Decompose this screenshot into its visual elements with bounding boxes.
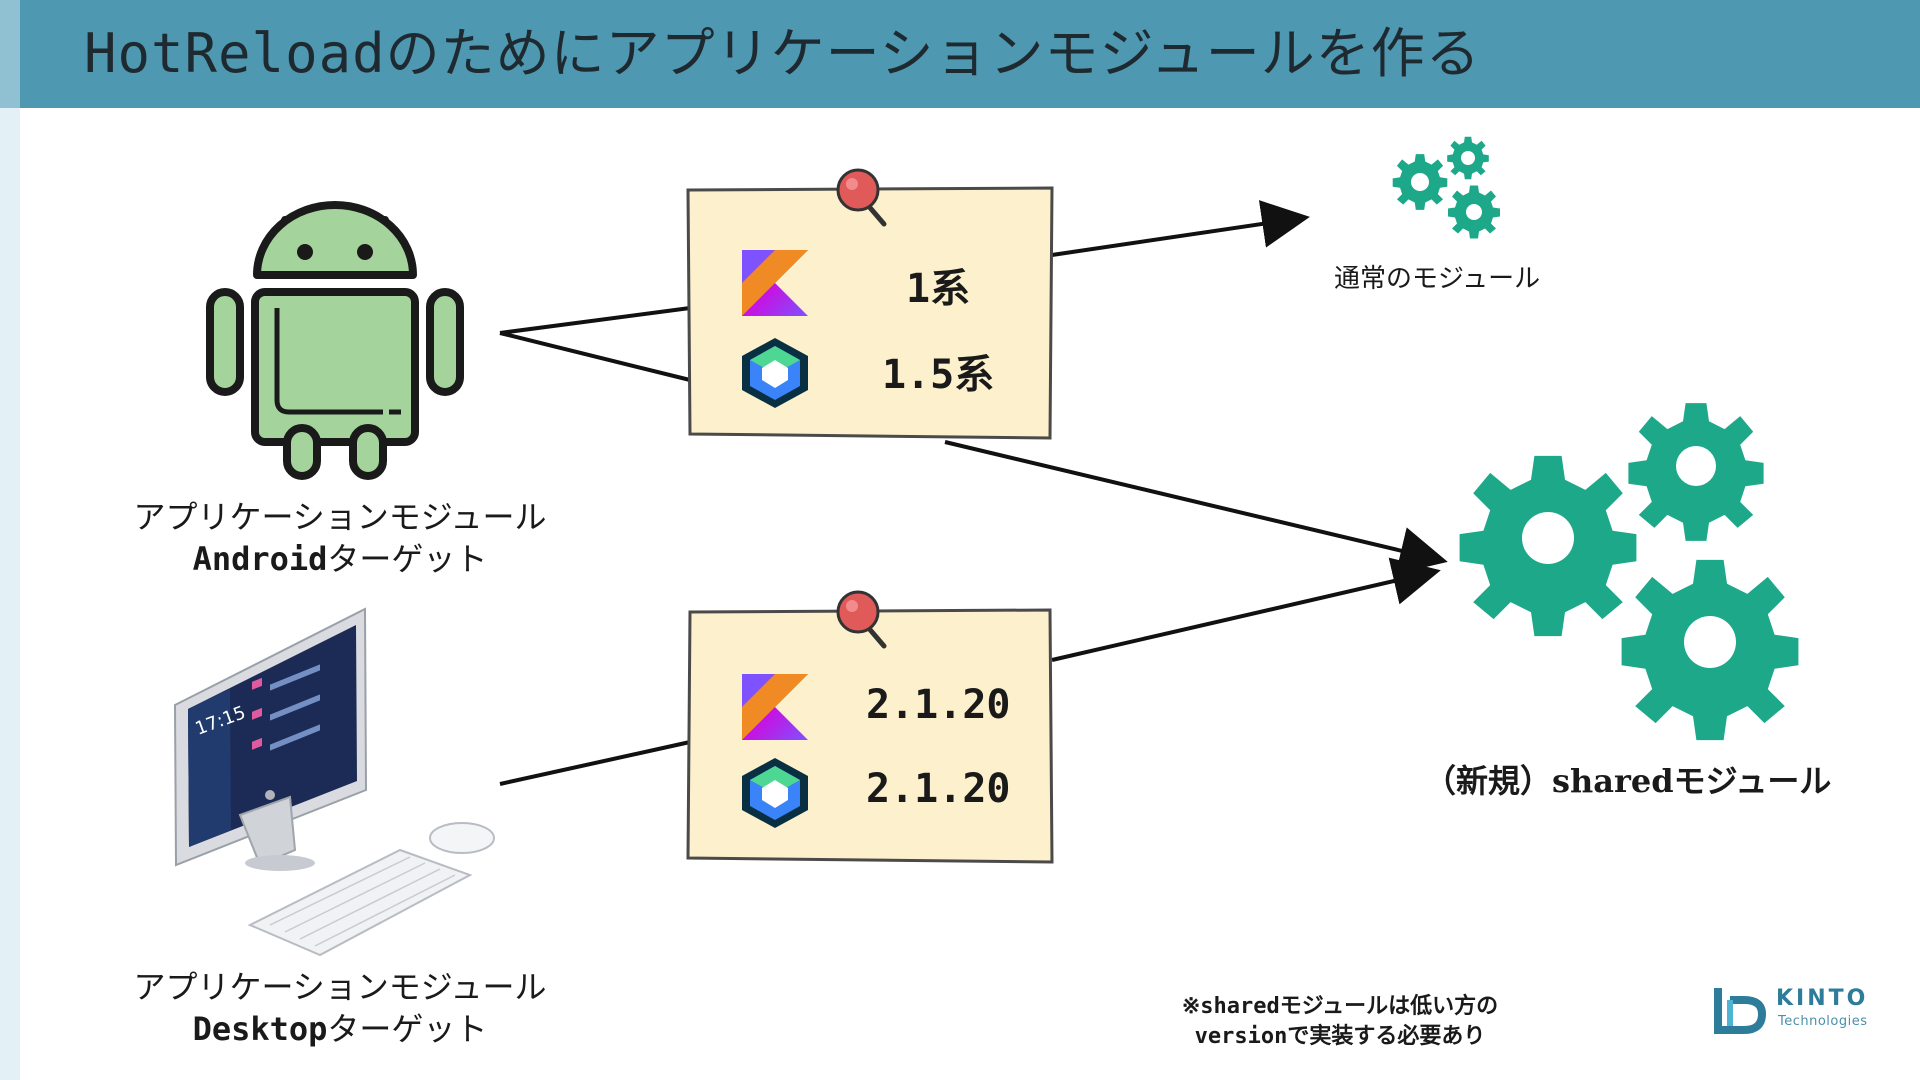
desktop-compose-version: 2.1.20 [866, 766, 1011, 812]
pin-icon [836, 168, 887, 227]
header-accent [0, 0, 20, 108]
note-to-normal-arrow [1051, 200, 1310, 257]
pin-icon [836, 590, 887, 649]
android-target-suffix: ターゲット [327, 540, 488, 578]
desktop-module-label-line1: アプリケーションモジュール [133, 968, 547, 1006]
kotlin-logo-icon [742, 250, 808, 316]
android-to-note-line-2 [499, 331, 691, 382]
gears-icon [1459, 403, 1799, 741]
note-to-shared-arrow-2 [1051, 557, 1441, 662]
kinto-mark-icon [1714, 988, 1767, 1034]
kotlin-logo-icon [742, 674, 808, 740]
kinto-brand-name: KINTO [1776, 986, 1869, 1011]
footnote-line2: versionで実装する必要あり [1194, 1024, 1486, 1049]
android-to-note-line-1 [499, 306, 691, 335]
desktop-computer-icon: 17:15 [173, 607, 495, 957]
desktop-target-prefix: Desktop [192, 1010, 328, 1048]
page-title: HotReloadのためにアプリケーションモジュールを作る [84, 22, 1481, 85]
kinto-logo: KINTO Technologies [1714, 982, 1904, 1042]
footnote-line1: ※sharedモジュールは低い方の [1181, 994, 1499, 1019]
normal-module-label: 通常のモジュール [1334, 264, 1541, 294]
desktop-version-note [686, 590, 1054, 864]
android-icon [206, 201, 464, 480]
jetpack-compose-logo-icon [742, 758, 808, 828]
desktop-kotlin-version: 2.1.20 [866, 682, 1011, 728]
desktop-module-label: アプリケーションモジュール Desktopターゲット [100, 966, 580, 1050]
desktop-target-suffix: ターゲット [327, 1010, 488, 1048]
android-version-note [686, 168, 1054, 440]
header-bar: HotReloadのためにアプリケーションモジュールを作る [0, 0, 1920, 108]
note-to-shared-arrow-1 [944, 440, 1448, 575]
kinto-brand-sub: Technologies [1778, 1014, 1868, 1029]
footnote: ※sharedモジュールは低い方の versionで実装する必要あり [1140, 992, 1540, 1052]
desktop-to-note-line [499, 740, 691, 786]
android-compose-version: 1.5系 [882, 352, 995, 398]
android-target-prefix: Android [192, 540, 328, 578]
shared-module-label: （新規）sharedモジュール [1424, 762, 1832, 800]
android-module-label: アプリケーションモジュール Androidターゲット [100, 496, 580, 580]
android-module-label-line1: アプリケーションモジュール [133, 498, 547, 536]
gears-icon [1392, 136, 1500, 239]
jetpack-compose-logo-icon [742, 338, 808, 408]
left-strip [0, 0, 20, 1080]
android-kotlin-version: 1系 [906, 266, 971, 312]
